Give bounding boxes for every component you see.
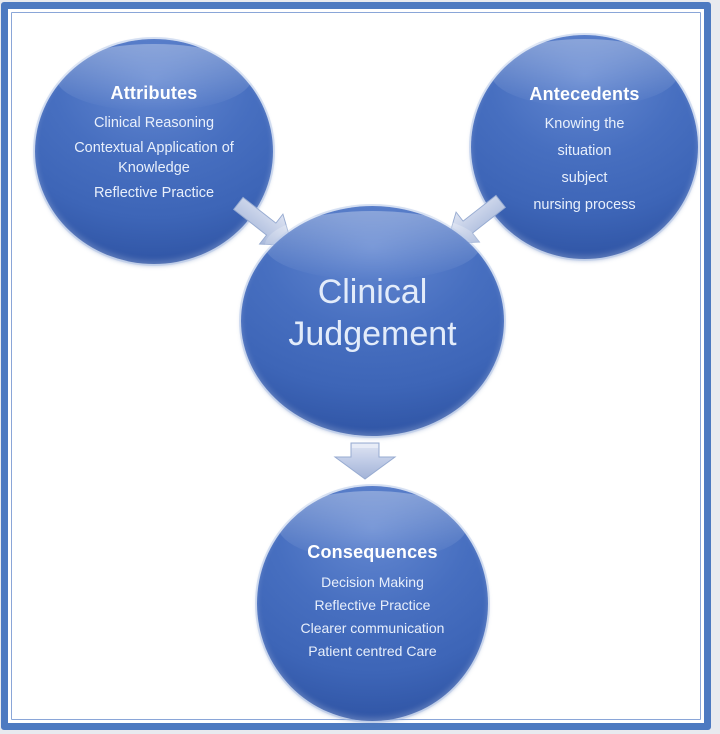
node-antecedents-item: Knowing the [544,116,625,132]
node-antecedents-item: nursing process [533,197,636,213]
node-consequences: Consequences Decision Making Reflective … [257,486,488,721]
node-attributes-item: Clinical Reasoning [93,115,215,131]
node-attributes-item: Contextual Application of Knowledge [74,140,234,176]
node-antecedents-title: Antecedents [529,84,640,104]
node-consequences-item: Clearer communication [300,620,445,636]
arrow-antecedents-to-center-icon [430,183,515,263]
node-consequences-item: Decision Making [321,574,424,590]
node-attributes-title: Attributes [110,83,198,103]
node-antecedents-item: situation [557,143,612,159]
node-clinical-judgement: Clinical Judgement [241,206,504,436]
arrow-center-to-consequences-icon [327,442,403,480]
diagram-canvas: Attributes Clinical Reasoning Contextual… [8,9,704,723]
node-consequences-item: Patient centred Care [308,643,437,659]
node-antecedents: Antecedents Knowing the situation subjec… [471,35,698,259]
node-attributes: Attributes Clinical Reasoning Contextual… [35,39,273,264]
node-consequences-title: Consequences [307,542,438,562]
node-clinical-judgement-title: Clinical Judgement [288,273,457,353]
node-attributes-item: Reflective Practice [93,185,215,201]
node-consequences-item: Reflective Practice [314,597,431,613]
picture-border-frame: Attributes Clinical Reasoning Contextual… [1,2,711,730]
node-antecedents-item: subject [561,170,608,186]
